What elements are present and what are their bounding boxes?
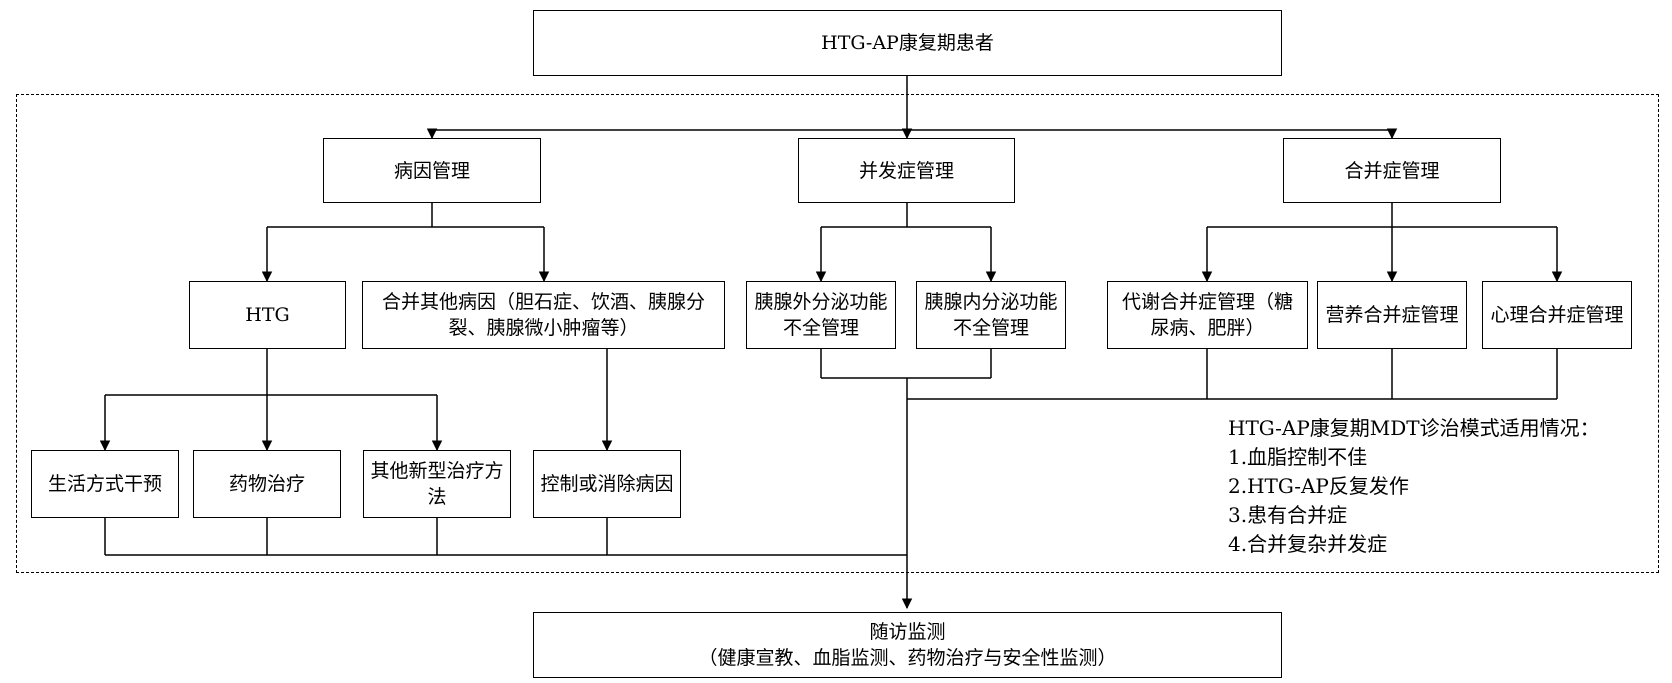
comorbidity-management-box: 合并症管理 xyxy=(1283,138,1501,203)
complication-management-box: 并发症管理 xyxy=(798,138,1015,203)
criteria-item: 3.患有合并症 xyxy=(1228,503,1348,527)
criteria-item: 2.HTG-AP反复发作 xyxy=(1228,474,1409,498)
criteria-title: HTG-AP康复期MDT诊治模式适用情况： xyxy=(1228,416,1600,440)
control-cause-box: 控制或消除病因 xyxy=(533,450,681,518)
endocrine-insufficiency-box: 胰腺内分泌功能不全管理 xyxy=(916,281,1066,349)
followup-detail: （健康宣教、血脂监测、药物治疗与安全性监测） xyxy=(698,647,1117,669)
etiology-management-box: 病因管理 xyxy=(323,138,541,203)
exocrine-insufficiency-box: 胰腺外分泌功能不全管理 xyxy=(746,281,896,349)
other-causes-box: 合并其他病因（胆石症、饮酒、胰腺分裂、胰腺微小肿瘤等） xyxy=(362,281,725,349)
followup-monitoring-box: 随访监测 （健康宣教、血脂监测、药物治疗与安全性监测） xyxy=(533,612,1282,678)
mdt-applicability-criteria: HTG-AP康复期MDT诊治模式适用情况： 1.血脂控制不佳 2.HTG-AP反… xyxy=(1228,414,1600,559)
metabolic-comorbidity-box: 代谢合并症管理（糖尿病、肥胖） xyxy=(1107,281,1308,349)
followup-title: 随访监测 xyxy=(869,621,946,643)
mdt-region-dashed-border xyxy=(16,94,1659,573)
criteria-item: 1.血脂控制不佳 xyxy=(1228,445,1368,469)
lifestyle-intervention-box: 生活方式干预 xyxy=(31,450,179,518)
criteria-item: 4.合并复杂并发症 xyxy=(1228,532,1388,556)
drug-treatment-box: 药物治疗 xyxy=(193,450,341,518)
nutritional-comorbidity-box: 营养合并症管理 xyxy=(1317,281,1467,349)
new-therapy-box: 其他新型治疗方法 xyxy=(363,450,511,518)
htg-box: HTG xyxy=(189,281,346,349)
top-box-htg-ap-patients: HTG-AP康复期患者 xyxy=(533,10,1282,76)
psychological-comorbidity-box: 心理合并症管理 xyxy=(1482,281,1632,349)
